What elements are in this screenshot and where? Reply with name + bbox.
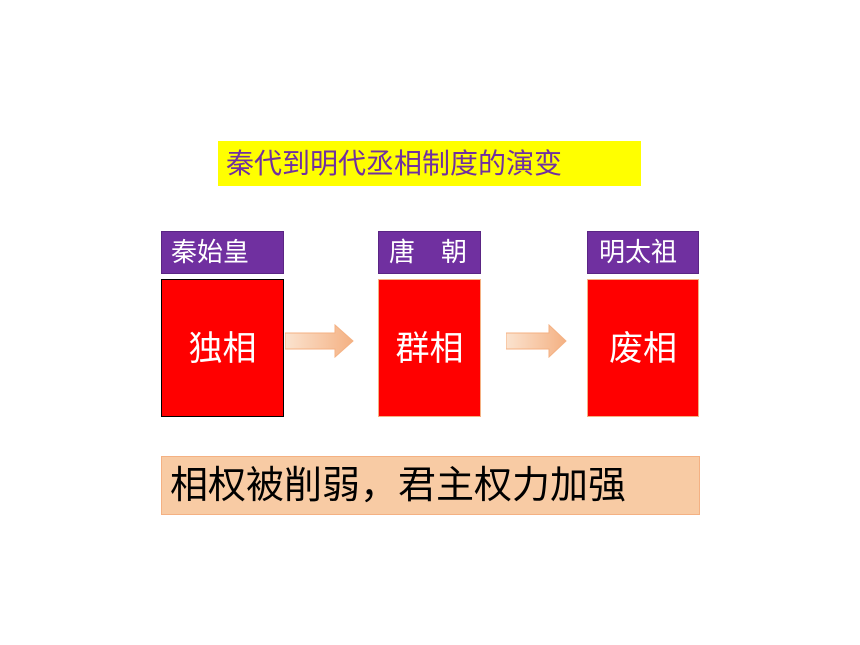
stage-label-ming: 明太祖 [587,231,699,274]
right-arrow-icon [285,324,354,358]
stage-box-tang: 群相 [378,279,481,417]
stage-label-qin: 秦始皇 [161,231,284,274]
diagram-title: 秦代到明代丞相制度的演变 [218,141,641,186]
stage-box-qin: 独相 [161,279,284,417]
conclusion-box: 相权被削弱，君主权力加强 [161,456,700,515]
right-arrow-icon [506,324,567,358]
stage-box-ming: 废相 [587,279,699,417]
stage-label-tang: 唐 朝 [378,231,481,274]
